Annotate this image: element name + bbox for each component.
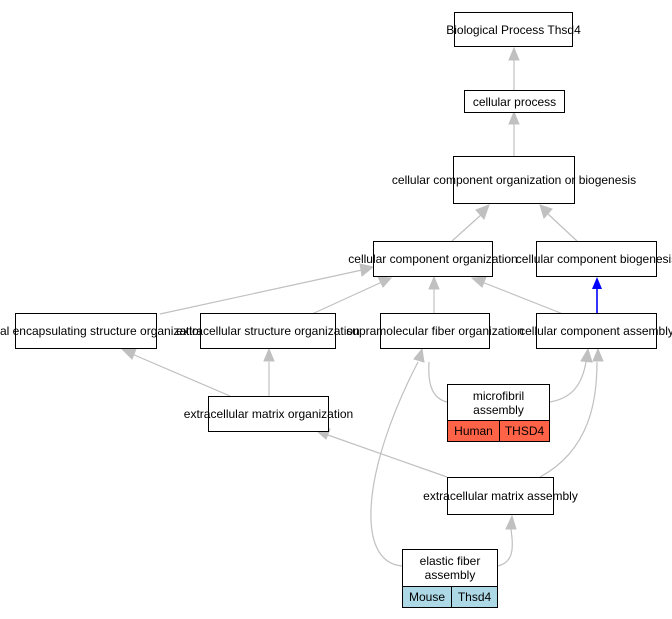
arrowhead [120, 348, 137, 360]
node-elastic-fiber-assembly[interactable]: elastic fiber assembly Mouse Thsd4 [402, 549, 498, 608]
node-label: cellular process [472, 94, 557, 109]
edge-ema-to-cca [539, 361, 598, 478]
node-cellular-component-assembly[interactable]: cellular component assembly [519, 313, 672, 349]
node-cellular-process[interactable]: cellular process [464, 90, 565, 113]
arrowhead [592, 347, 604, 362]
node-extracellular-structure-organization[interactable]: extracellular structure organization [176, 313, 360, 349]
edge-emo-to-eeso [131, 353, 231, 397]
edge-eeso-to-cco [159, 269, 363, 315]
node-label: extracellular matrix organization [183, 407, 354, 421]
node-label: microfibril assembly [448, 385, 549, 420]
gene-label: Thsd4 [457, 590, 492, 604]
node-supramolecular-fiber-organization[interactable]: supramolecular fiber organization [346, 313, 524, 349]
node-label: Biological Process Thsd4 [446, 22, 581, 37]
node-extracellular-matrix-organization[interactable]: extracellular matrix organization [184, 396, 353, 432]
node-label: cellular component assembly [519, 324, 672, 338]
node-microfibril-assembly[interactable]: microfibril assembly Human THSD4 [447, 384, 550, 442]
node-label: cellular component organization or bioge… [391, 173, 637, 187]
arrowhead [377, 276, 393, 288]
arrowhead [263, 347, 275, 362]
arrowhead [359, 263, 375, 277]
node-label: supramolecular fiber organization [346, 324, 524, 338]
arrowhead [505, 514, 517, 530]
edge-ema-to-emo [324, 433, 448, 478]
node-label: cellular component biogenesis [515, 252, 672, 266]
edge-ccb-to-ccob [547, 213, 578, 242]
species-label: Mouse [408, 590, 446, 604]
arrowhead [470, 276, 487, 288]
node-cellular-component-organization-or-biogenesis[interactable]: cellular component organization or bioge… [392, 156, 636, 204]
arrowhead [413, 347, 425, 363]
edge-eso-to-cco [311, 281, 383, 315]
arrowhead [508, 46, 520, 61]
node-label: extracellular structure organization [176, 324, 360, 338]
arrowhead-highlight [592, 277, 602, 289]
gene-label: THSD4 [504, 424, 545, 438]
node-extracellular-matrix-assembly[interactable]: extracellular matrix assembly [423, 477, 578, 515]
species-cell-human: Human [448, 421, 499, 441]
node-cellular-component-organization[interactable]: cellular component organization [348, 241, 518, 277]
edge-efa-to-sfo [370, 361, 419, 567]
arrowhead [475, 204, 490, 220]
arrowhead [428, 275, 440, 290]
node-label: elastic fiber assembly [403, 550, 497, 586]
edge-efa-to-ema [497, 528, 513, 567]
edge-mfa-to-sfo [428, 361, 448, 403]
gene-cell-thsd4: Thsd4 [451, 587, 497, 607]
arrowhead [580, 347, 593, 363]
gene-cell-thsd4: THSD4 [499, 421, 549, 441]
arrowhead [508, 110, 520, 125]
node-cellular-component-biogenesis[interactable]: cellular component biogenesis [516, 241, 672, 277]
edge-cca-to-cco [481, 281, 564, 315]
edge-mfa-to-cca [549, 361, 587, 403]
edge-cco-to-ccob [451, 213, 483, 242]
species-label: Human [454, 424, 493, 438]
node-label: external encapsulating structure organiz… [0, 324, 206, 338]
node-label: cellular component organization [348, 252, 518, 266]
node-external-encapsulating-structure-organization[interactable]: external encapsulating structure organiz… [0, 313, 205, 349]
annotation-row: Mouse Thsd4 [403, 586, 497, 607]
node-label: extracellular matrix assembly [423, 489, 578, 503]
node-title-text: elastic fiber assembly [419, 554, 481, 582]
annotation-row: Human THSD4 [448, 420, 549, 441]
species-cell-mouse: Mouse [403, 587, 451, 607]
node-title-text: microfibril assembly [472, 388, 525, 417]
node-biological-process-root[interactable]: Biological Process Thsd4 [446, 12, 581, 47]
arrowhead [539, 204, 553, 219]
